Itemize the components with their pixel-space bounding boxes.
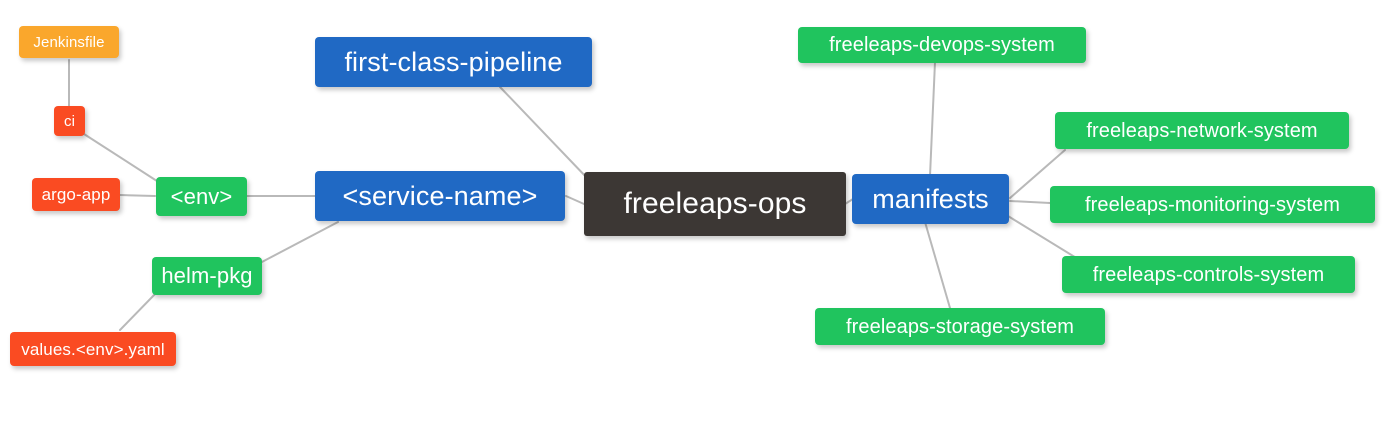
node-monitoring-system[interactable]: freeleaps-monitoring-system: [1050, 186, 1375, 223]
node-label: <service-name>: [342, 180, 538, 211]
node-label: <env>: [170, 183, 233, 209]
edge-root-service-name: [565, 195, 585, 205]
edge-manifests-storage-system: [924, 221, 951, 309]
node-label: freeleaps-ops: [623, 187, 807, 220]
edge-helm-pkg-values-yaml: [119, 291, 158, 331]
node-first-class-pipeline[interactable]: first-class-pipeline: [315, 37, 592, 87]
edge-root-first-class-pipeline: [499, 86, 590, 181]
node-label: freeleaps-controls-system: [1092, 263, 1325, 286]
node-label: values.<env>.yaml: [21, 339, 165, 359]
edge-manifests-monitoring-system: [1009, 200, 1051, 204]
node-label: argo-app: [41, 185, 111, 204]
node-manifests[interactable]: manifests: [852, 174, 1009, 224]
node-argo-app[interactable]: argo-app: [32, 178, 120, 211]
node-controls-system[interactable]: freeleaps-controls-system: [1062, 256, 1355, 293]
node-label: first-class-pipeline: [344, 46, 563, 77]
node-helm-pkg[interactable]: helm-pkg: [152, 257, 262, 295]
node-label: freeleaps-devops-system: [829, 34, 1055, 56]
node-label: ci: [63, 112, 76, 130]
node-devops-system[interactable]: freeleaps-devops-system: [798, 27, 1086, 63]
node-freeleaps-ops[interactable]: freeleaps-ops: [584, 172, 846, 236]
node-env[interactable]: <env>: [156, 177, 247, 216]
node-storage-system[interactable]: freeleaps-storage-system: [815, 308, 1105, 345]
node-label: manifests: [872, 183, 989, 214]
node-values-yaml[interactable]: values.<env>.yaml: [10, 332, 176, 366]
edge-env-argo-app: [119, 194, 156, 197]
node-jenkinsfile[interactable]: Jenkinsfile: [19, 26, 119, 58]
node-network-system[interactable]: freeleaps-network-system: [1055, 112, 1349, 149]
edge-manifests-devops-system: [929, 61, 936, 177]
node-label: helm-pkg: [161, 263, 253, 288]
node-label: freeleaps-storage-system: [845, 315, 1075, 338]
node-service-name[interactable]: <service-name>: [315, 171, 565, 221]
node-ci[interactable]: ci: [54, 106, 85, 136]
node-label: freeleaps-monitoring-system: [1084, 193, 1340, 216]
edge-service-name-helm-pkg: [259, 221, 339, 264]
edge-env-ci: [83, 133, 161, 184]
node-label: freeleaps-network-system: [1086, 119, 1318, 142]
node-label: Jenkinsfile: [33, 33, 105, 51]
